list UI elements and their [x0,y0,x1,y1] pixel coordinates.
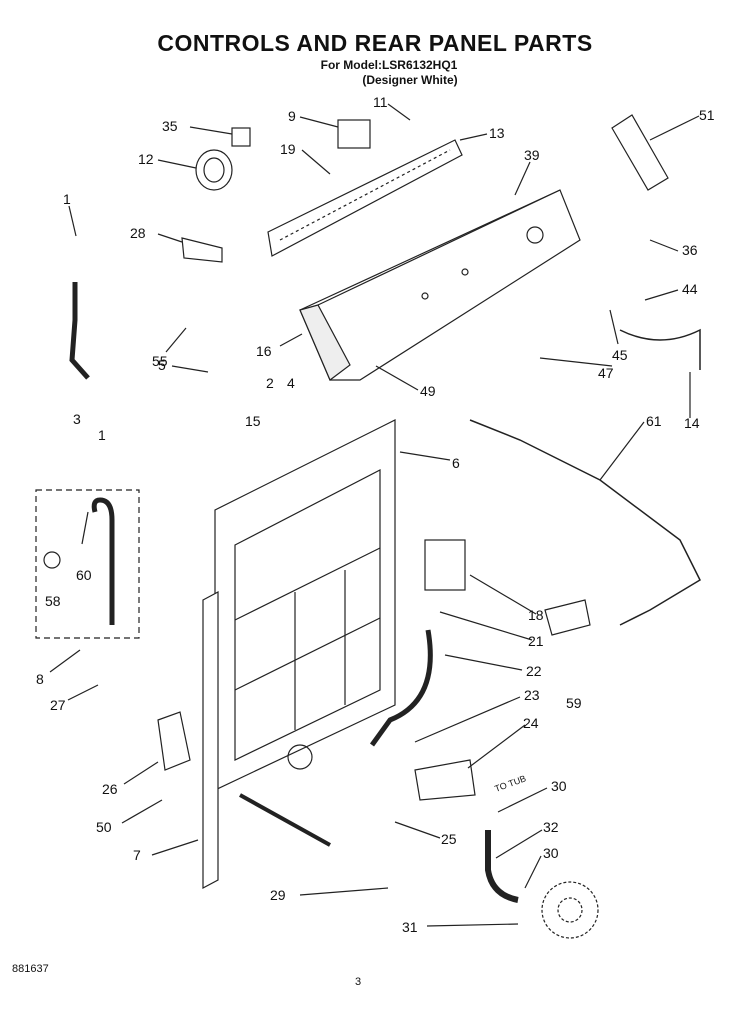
callout-55: 55 [152,353,168,369]
callout-30: 30 [543,845,559,861]
callout-51: 51 [699,107,715,123]
callout-28: 28 [130,225,146,241]
callout-50: 50 [96,819,112,835]
callout-15: 15 [245,413,261,429]
callout-23: 23 [524,687,540,703]
color-line: (Designer White) [362,73,458,87]
callout-45: 45 [612,347,628,363]
callout-6: 6 [452,455,460,471]
page-title: CONTROLS AND REAR PANEL PARTS [157,30,593,56]
clamp-58 [43,551,61,569]
callout-12: 12 [138,151,154,167]
rod-spring [239,793,331,847]
callout-1: 1 [98,427,106,443]
callout-39: 39 [524,147,540,163]
callout-7: 7 [133,847,141,863]
rear-panel [214,419,396,791]
wire-harness [469,419,701,626]
bracket-51 [611,114,669,191]
callout-18: 18 [528,607,544,623]
callout-26: 26 [102,781,118,797]
callout-27: 27 [50,697,66,713]
callout-31: 31 [402,919,418,935]
callout-4: 4 [287,375,295,391]
callout-22: 22 [526,663,542,679]
callout-49: 49 [420,383,436,399]
callout-2: 2 [266,375,274,391]
switch-9 [337,119,371,149]
callout-11: 11 [373,94,388,110]
callout-8: 8 [36,671,44,687]
callout-61: 61 [646,413,662,429]
bracket-28 [181,237,223,263]
side-rail [202,591,219,889]
callout-13: 13 [489,125,505,141]
callout-16: 16 [256,343,272,359]
callout-1: 1 [63,191,71,207]
bracket-59 [544,599,591,636]
control-panel-strip [267,139,463,257]
drain-pump [541,881,599,939]
callout-14: 14 [684,415,700,431]
callout-47: 47 [598,365,614,381]
callout-44: 44 [682,281,698,297]
inset-box [35,489,140,639]
callout-35: 35 [162,118,178,134]
callout-21: 21 [528,633,544,649]
callout-9: 9 [288,108,296,124]
page-number: 3 [355,976,362,988]
hose-60 [91,497,115,625]
model-line: For Model:LSR6132HQ1 [320,58,458,72]
hose-22 [369,629,433,747]
callout-19: 19 [280,141,296,157]
timer-knob [195,149,233,191]
switch-35 [231,127,251,147]
callout-36: 36 [682,242,698,258]
callout-60: 60 [76,567,92,583]
bracket-24 [414,759,476,801]
callout-59: 59 [566,695,582,711]
to-tub-label: TO TUB [493,773,527,794]
hose-32 [485,830,519,903]
callout-32: 32 [543,819,559,835]
callout-58: 58 [45,593,61,609]
document-number: 881637 [12,963,49,975]
callout-29: 29 [270,887,286,903]
callout-24: 24 [523,715,539,731]
callout-25: 25 [441,831,457,847]
callout-30: 30 [551,778,567,794]
hose-3 [69,282,90,380]
bracket-26 [157,711,191,771]
pump [424,539,466,591]
control-console [299,189,581,381]
callout-3: 3 [73,411,81,427]
callout-5: 5 [158,357,166,373]
